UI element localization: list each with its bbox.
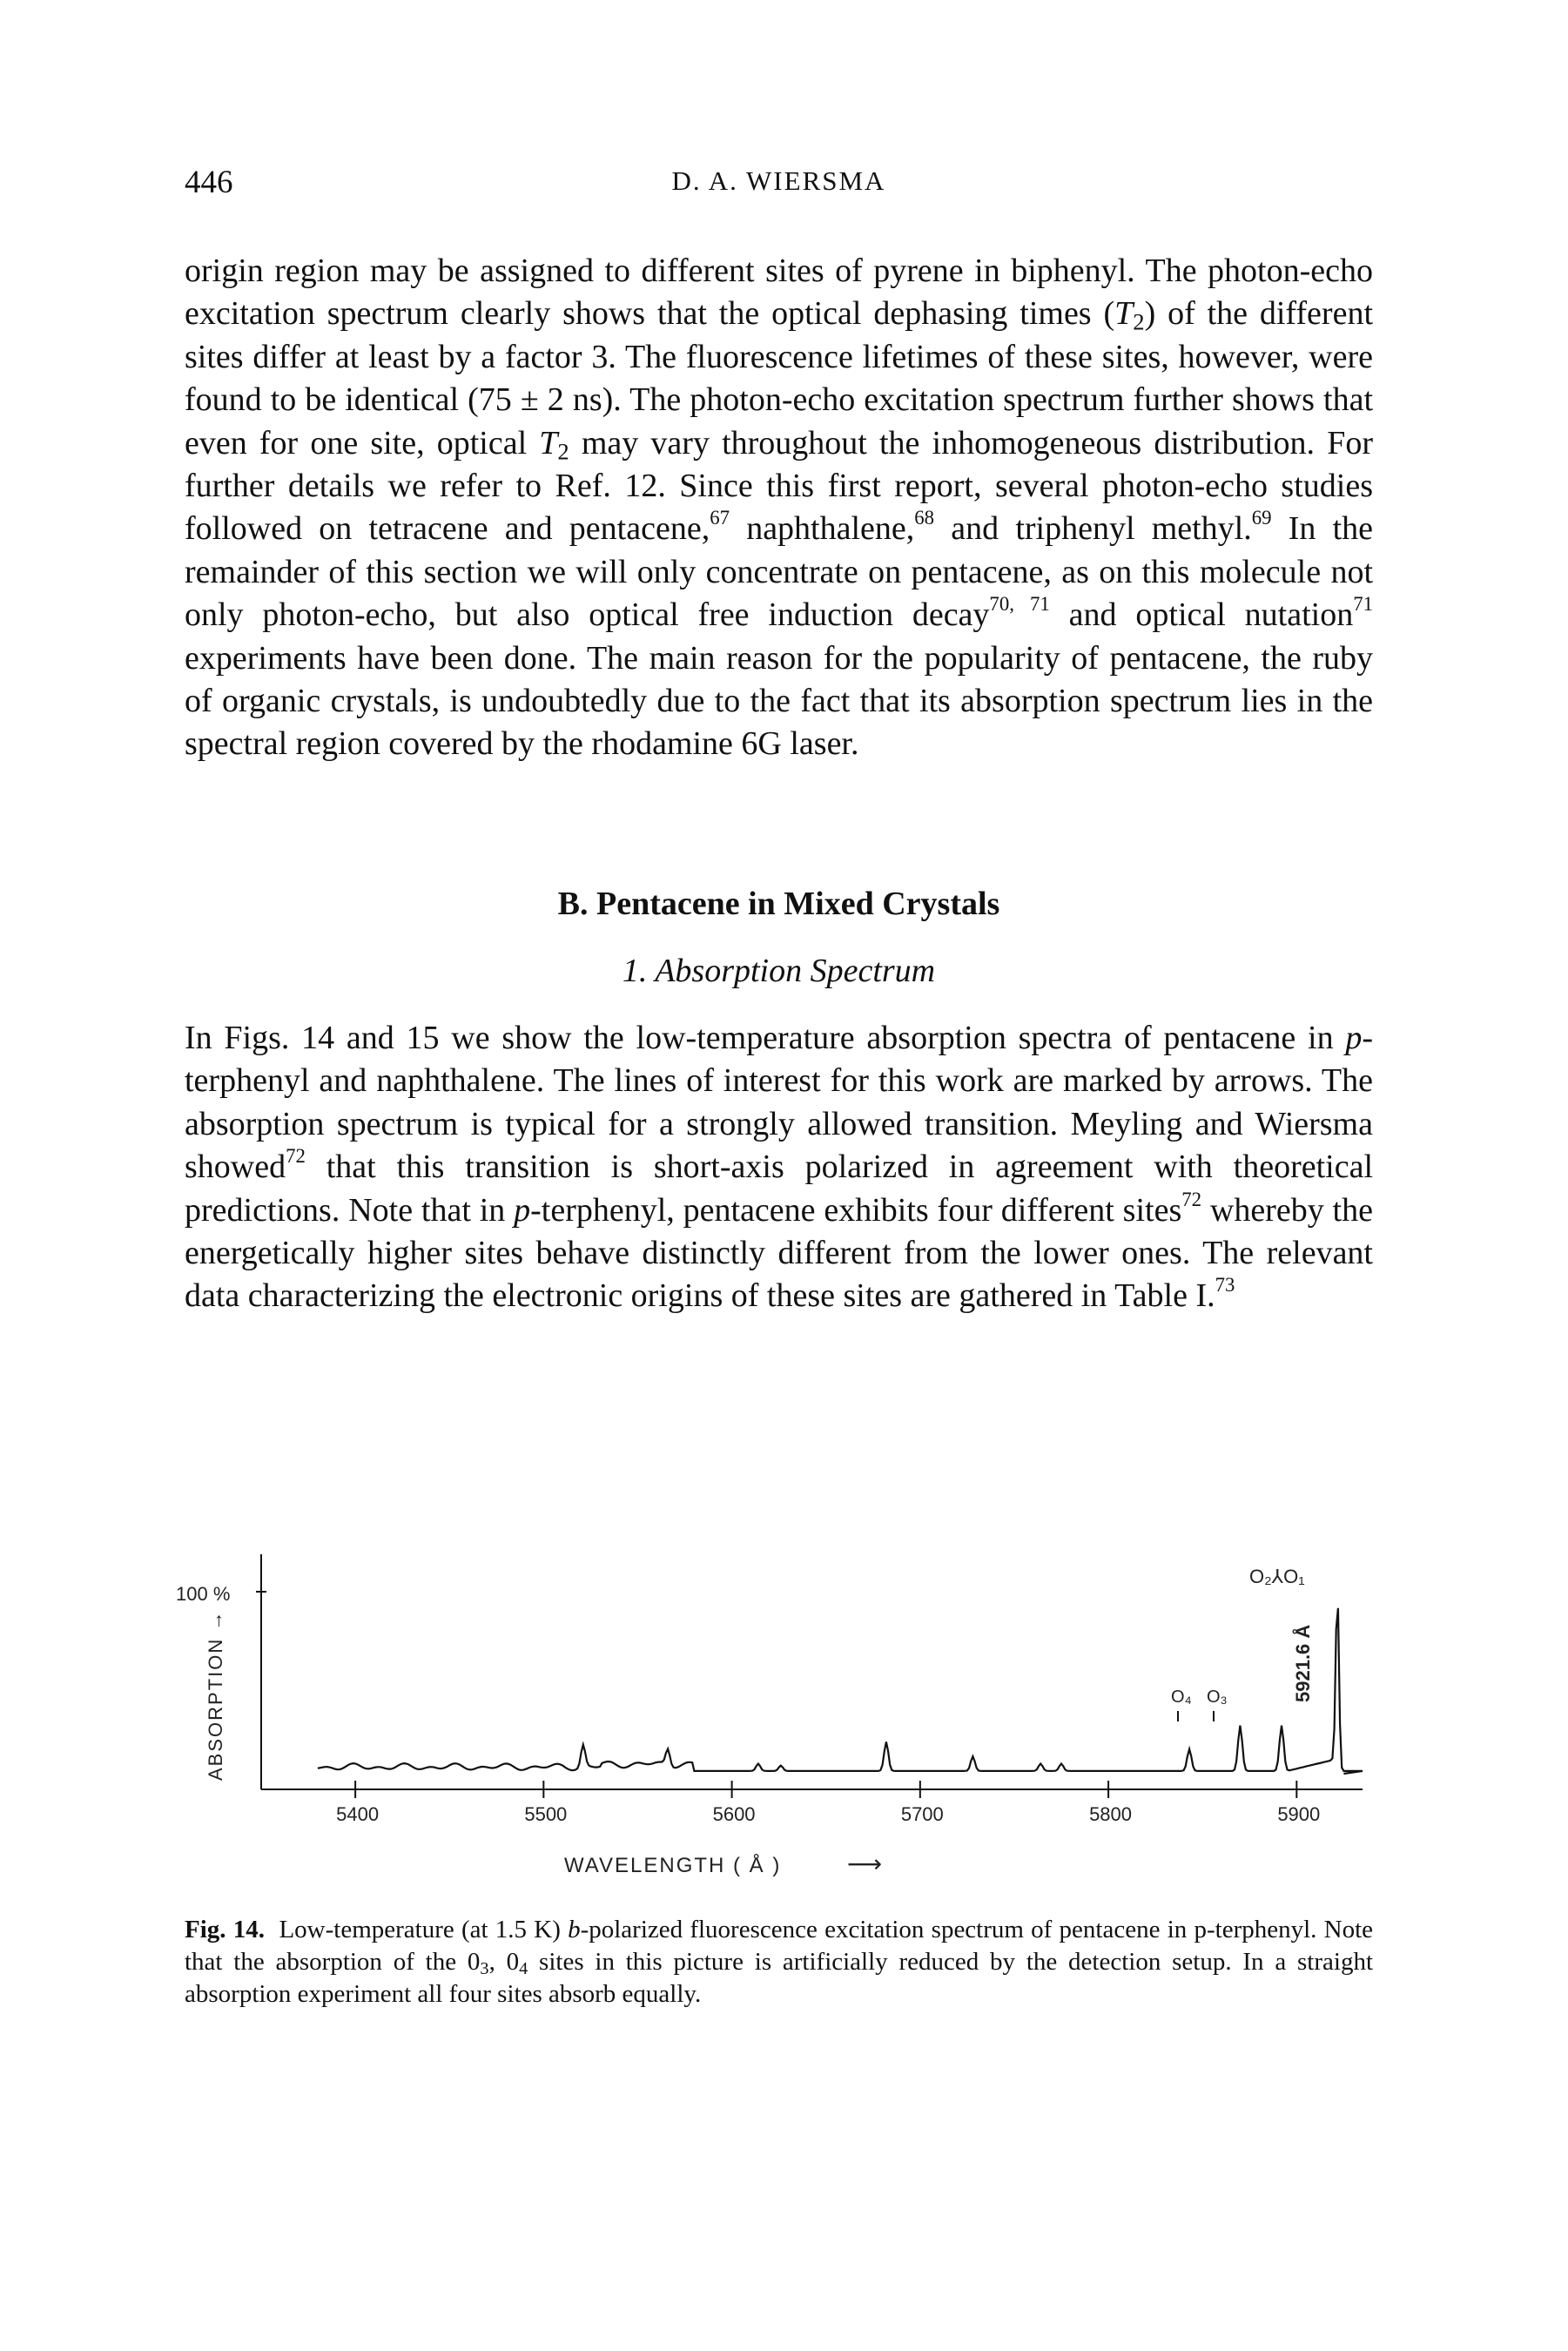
- x-tick-label: 5600: [713, 1803, 756, 1825]
- x-tick-label: 5400: [336, 1803, 379, 1825]
- caption-label: Fig. 14.: [185, 1916, 265, 1943]
- spectrum-line: [317, 1607, 1363, 1775]
- body-paragraph-2: In Figs. 14 and 15 we show the low-tempe…: [185, 1020, 1373, 1315]
- page-number: 446: [185, 165, 233, 200]
- x-tick-label: 5900: [1277, 1803, 1320, 1825]
- o4-label: O₄: [1171, 1687, 1192, 1707]
- subsection-heading: 1. Absorption Spectrum: [622, 953, 936, 989]
- x-tick-label: 5800: [1089, 1803, 1132, 1825]
- x-ticks: 5400 5500 5600 5700 5800 5900: [336, 1781, 1320, 1825]
- x-axis-arrow: ⟶: [847, 1850, 882, 1877]
- o3-label: O₃: [1207, 1687, 1228, 1707]
- peak-wavelength-label: 5921.6 Å: [1291, 1625, 1314, 1702]
- section-heading: B. Pentacene in Mixed Crystals: [557, 886, 1000, 922]
- x-tick-label: 5500: [524, 1803, 567, 1825]
- x-tick-label: 5700: [901, 1803, 944, 1825]
- body-paragraph-1: origin region may be assigned to differe…: [185, 253, 1374, 763]
- figure-caption: Fig. 14. Low-temperature (at 1.5 K) b-po…: [185, 1916, 1374, 2008]
- x-axis-label: WAVELENGTH ( Å ): [564, 1853, 781, 1877]
- running-head: D. A. WIERSMA: [671, 165, 886, 196]
- y-axis-label: ABSORPTION →: [205, 1610, 226, 1781]
- y-100-label: 100 %: [176, 1583, 230, 1605]
- page-header: 446 D. A. WIERSMA: [185, 164, 1373, 207]
- o2-o1-label: O₂⅄O₁: [1249, 1566, 1305, 1587]
